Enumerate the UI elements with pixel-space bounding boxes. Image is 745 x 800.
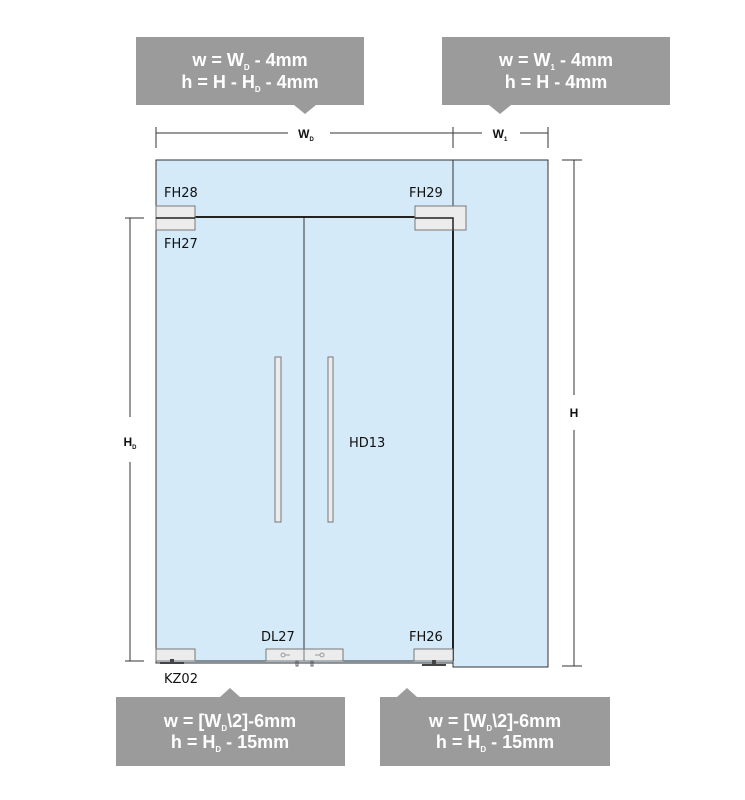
kz02-label: KZ02: [164, 672, 198, 687]
side-panel-callout: w = W1 - 4mm h = H - 4mm: [442, 37, 670, 114]
left-door-height-formula: h = HD - 15mm: [171, 732, 289, 754]
right-door-callout: w = [WD\2]-6mm h = HD - 15mm: [380, 688, 610, 766]
fh27-label: FH27: [164, 237, 198, 252]
hd13-label: HD13: [349, 436, 385, 451]
kz02-fitting: [155, 648, 196, 662]
right-handle: [327, 356, 334, 523]
right-door-height-formula: h = HD - 15mm: [436, 732, 554, 754]
left-handle: [274, 356, 282, 523]
fh29-label: FH29: [409, 186, 443, 201]
dl27-label: DL27: [261, 630, 295, 645]
left-door-glass: [155, 216, 305, 662]
wd-label: WD: [298, 127, 314, 143]
transom-callout: w = WD - 4mm h = H - HD - 4mm: [136, 37, 364, 114]
left-door-width-formula: w = [WD\2]-6mm: [163, 711, 296, 733]
fh26-fitting: [413, 648, 454, 662]
fh28-label: FH28: [164, 186, 198, 201]
h-label: H: [570, 406, 579, 420]
total-height-dimension: H: [562, 159, 582, 667]
w1-label: W1: [493, 127, 508, 143]
door-height-dimension: HD: [123, 217, 144, 662]
right-door-width-formula: w = [WD\2]-6mm: [428, 711, 561, 733]
side-panel-width-formula: w = W1 - 4mm: [498, 50, 613, 72]
fh26-label: FH26: [409, 630, 443, 645]
left-door-callout: w = [WD\2]-6mm h = HD - 15mm: [116, 688, 345, 766]
side-panel-height-formula: h = H - 4mm: [505, 72, 608, 92]
transom-width-formula: w = WD - 4mm: [191, 50, 307, 72]
hd-label: HD: [123, 435, 137, 451]
side-panel-glass: [452, 159, 549, 668]
transom-height-formula: h = H - HD - 4mm: [181, 72, 318, 94]
width-dimension: WD W1: [155, 127, 549, 148]
